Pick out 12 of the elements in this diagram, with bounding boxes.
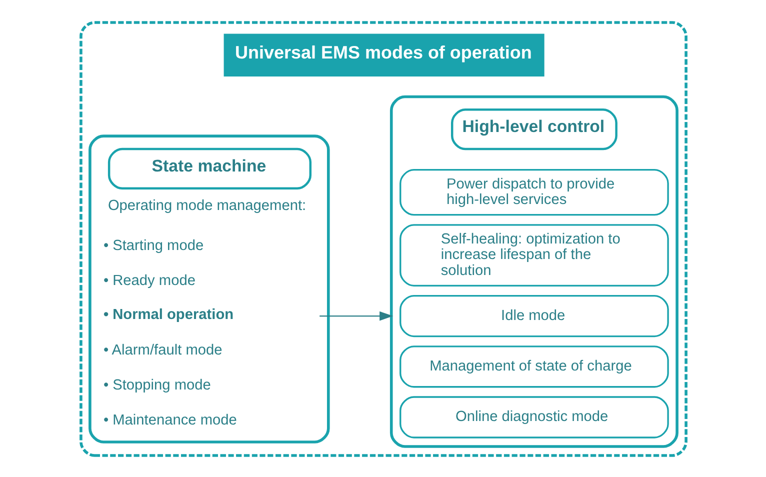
node-text: • Stopping mode bbox=[102, 377, 210, 394]
node-text: • Ready mode bbox=[102, 272, 195, 288]
node-box: Management of state of charge bbox=[399, 345, 668, 388]
arrow bbox=[319, 310, 393, 320]
node-text: • Alarm/fault mode bbox=[102, 342, 222, 358]
node-text: • Normal operation bbox=[102, 306, 234, 322]
node-text: • Maintenance mode bbox=[102, 412, 236, 428]
node-box: Online diagnostic mode bbox=[399, 396, 668, 438]
node-box: Self-healing: optimization to increase lifespan of the solution bbox=[399, 224, 668, 286]
node-box: Idle mode bbox=[399, 294, 668, 337]
node-text: • Starting mode bbox=[102, 238, 204, 254]
node-box: Power dispatch to provide high-level services bbox=[399, 168, 668, 216]
